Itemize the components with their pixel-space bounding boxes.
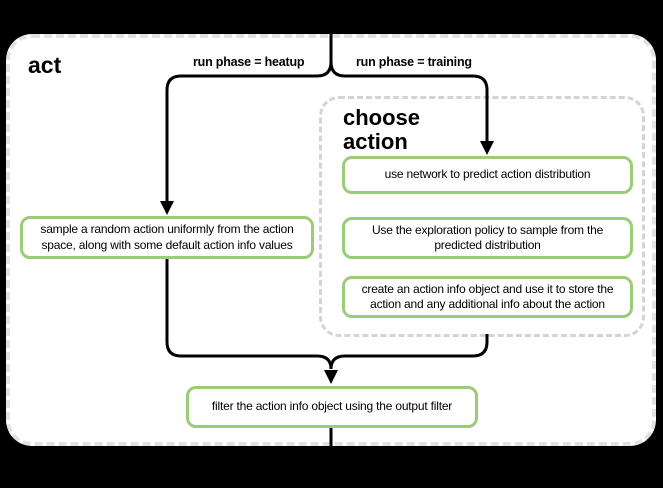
node-exploration-policy-sample: Use the exploration policy to sample fro…	[342, 217, 633, 259]
diagram-title: act	[28, 52, 62, 78]
node-sample-random-action: sample a random action uniformly from th…	[20, 216, 314, 259]
node-create-action-info-object: create an action info object and use it …	[342, 276, 633, 318]
node-use-network-predict: use network to predict action distributi…	[342, 156, 633, 194]
node-filter-action-info: filter the action info object using the …	[186, 386, 478, 428]
branch-label-training: run phase = training	[356, 55, 472, 69]
choose-action-group-title: choose action	[343, 105, 421, 154]
branch-label-heatup: run phase = heatup	[193, 55, 305, 69]
